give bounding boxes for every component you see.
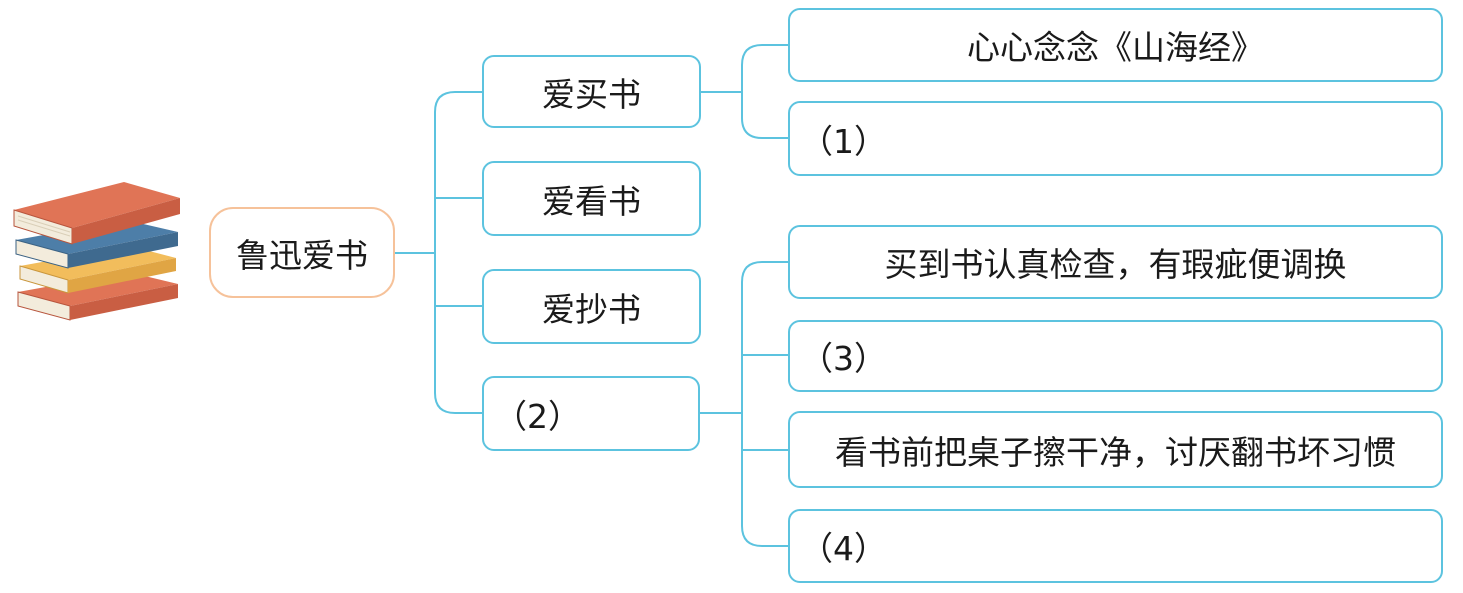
detail-label: 买到书认真检查，有瑕疵便调换 <box>884 245 1347 284</box>
detail-label: （4） <box>800 529 887 568</box>
detail-blank-3: （3） <box>788 320 1443 392</box>
detail-label: （1） <box>800 121 887 161</box>
root-label: 鲁迅爱书 <box>236 235 368 275</box>
branch-blank-2: （2） <box>482 376 700 451</box>
connector-buy-trunk <box>741 44 788 139</box>
branch-label: 爱看书 <box>542 181 641 221</box>
connector-trunk <box>434 91 482 414</box>
branch-label: （2） <box>494 396 581 436</box>
branch-read-books: 爱看书 <box>482 161 701 236</box>
detail-clean-table: 看书前把桌子擦干净，讨厌翻书坏习惯 <box>788 411 1443 488</box>
branch-label: 爱抄书 <box>542 289 641 329</box>
detail-label: 心心念念《山海经》 <box>967 28 1264 67</box>
detail-label: 看书前把桌子擦干净，讨厌翻书坏习惯 <box>835 432 1396 472</box>
detail-blank-4: （4） <box>788 509 1443 583</box>
detail-blank-1: （1） <box>788 101 1443 176</box>
detail-shanhaijing: 心心念念《山海经》 <box>788 8 1443 82</box>
branch-label: 爱买书 <box>542 74 641 114</box>
detail-label: （3） <box>800 339 887 378</box>
detail-check-books: 买到书认真检查，有瑕疵便调换 <box>788 225 1443 299</box>
connector-care-trunk <box>741 261 788 547</box>
branch-buy-books: 爱买书 <box>482 55 701 128</box>
stack-of-books-icon <box>13 182 180 321</box>
branch-copy-books: 爱抄书 <box>482 269 701 344</box>
root-node: 鲁迅爱书 <box>209 207 395 298</box>
